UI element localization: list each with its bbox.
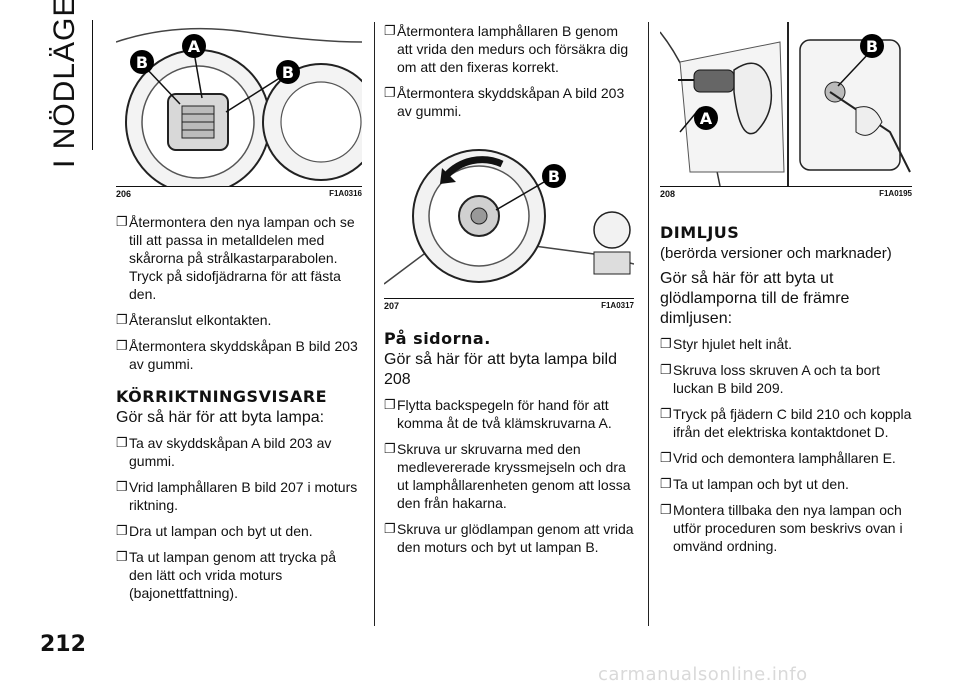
checkbox-icon: ❐: [660, 450, 672, 465]
list-item: ❐Tryck på fjädern C bild 210 och koppla …: [660, 406, 912, 440]
list-item: ❐Styr hjulet helt inåt.: [660, 336, 793, 352]
figure-207-illustration: B: [384, 134, 634, 298]
lead-text: Gör så här för att byta ut glödlamporna …: [660, 270, 850, 327]
list-item: ❐Flytta backspegeln för hand för att kom…: [384, 397, 612, 431]
svg-text:A: A: [700, 109, 713, 128]
checkbox-icon: ❐: [116, 435, 128, 450]
callout-b-left: B: [130, 50, 154, 74]
list-item: ❐Dra ut lampan och byt ut den.: [116, 523, 313, 539]
figure-207: B: [384, 134, 634, 299]
list-item: ❐Återmontera skyddskåpan A bild 203 av g…: [384, 85, 625, 119]
section-rule: [92, 20, 93, 150]
checkbox-icon: ❐: [384, 23, 396, 38]
checkbox-icon: ❐: [116, 312, 128, 327]
figure-206-caption: 206 F1A0316: [116, 187, 362, 203]
list-item: ❐Skruva ur glödlampan genom att vrida de…: [384, 521, 634, 555]
column-2: ❐Återmontera lamphållaren B genom att vr…: [384, 22, 634, 564]
svg-text:B: B: [548, 167, 560, 186]
figure-208: A B: [660, 22, 912, 187]
column-divider-2: [648, 22, 649, 626]
list-item: ❐Ta ut lampan och byt ut den.: [660, 476, 849, 492]
checkbox-icon: ❐: [660, 406, 672, 421]
figure-207-number: 207: [384, 301, 400, 311]
list-item: ❐Skruva ur skruvarna med den medleverera…: [384, 441, 631, 511]
page-number: 212: [40, 632, 86, 657]
section-title-text: I NÖDLÄGE: [48, 0, 81, 168]
checkbox-icon: ❐: [660, 502, 672, 517]
column-divider-1: [374, 22, 375, 626]
checkbox-icon: ❐: [660, 362, 672, 377]
section-title: I NÖDLÄGE: [48, 0, 88, 168]
svg-text:B: B: [866, 37, 878, 56]
checkbox-icon: ❐: [116, 479, 128, 494]
list-item: ❐Montera tillbaka den nya lampan och utf…: [660, 502, 903, 554]
figure-208-illustration: A B: [660, 22, 912, 186]
svg-text:B: B: [282, 63, 294, 82]
checkbox-icon: ❐: [116, 214, 128, 229]
checkbox-icon: ❐: [384, 521, 396, 536]
list-item: ❐Vrid lamphållaren B bild 207 i moturs r…: [116, 479, 358, 513]
list-item: ❐Återmontera den nya lampan och se till …: [116, 214, 355, 302]
list-item: ❐Ta av skyddskåpan A bild 203 av gummi.: [116, 435, 332, 469]
list-item: ❐Ta ut lampan genom att trycka på den lä…: [116, 549, 336, 601]
figure-206-illustration: B A B: [116, 22, 362, 186]
list-item: ❐Återmontera lamphållaren B genom att vr…: [384, 23, 629, 75]
callout-a: A: [182, 34, 206, 58]
callout-b: B: [542, 164, 566, 188]
list-item: ❐Återanslut elkontakten.: [116, 312, 272, 328]
figure-206: B A B: [116, 22, 362, 187]
heading-pa-sidorna: På sidorna.: [384, 329, 491, 348]
callout-b-right: B: [276, 60, 300, 84]
checkbox-icon: ❐: [660, 336, 672, 351]
callout-a: A: [694, 106, 718, 130]
svg-text:B: B: [136, 53, 148, 72]
checkbox-icon: ❐: [384, 85, 396, 100]
checkbox-icon: ❐: [384, 441, 396, 456]
figure-206-number: 206: [116, 189, 132, 199]
list-item: ❐Skruva loss skruven A och ta bort lucka…: [660, 362, 880, 396]
figure-206-code: F1A0316: [329, 189, 362, 198]
checkbox-icon: ❐: [116, 523, 128, 538]
figure-208-number: 208: [660, 189, 676, 199]
watermark: carmanualsonline.info: [598, 664, 808, 685]
figure-208-code: F1A0195: [879, 189, 912, 198]
checkbox-icon: ❐: [384, 397, 396, 412]
checkbox-icon: ❐: [116, 338, 128, 353]
column-3: A B 208 F1A0195 DIMLJUS (berörda version…: [660, 22, 912, 563]
callout-b: B: [860, 34, 884, 58]
figure-207-code: F1A0317: [601, 301, 634, 310]
list-item: ❐Återmontera skyddskåpan B bild 203 av g…: [116, 338, 358, 372]
figure-207-caption: 207 F1A0317: [384, 299, 634, 315]
subheading: (berörda versioner och marknader): [660, 245, 892, 262]
figure-208-caption: 208 F1A0195: [660, 187, 912, 203]
heading-dimljus: DIMLJUS: [660, 223, 740, 242]
column-1: B A B 206 F1A0316 ❐Återmontera den nya l…: [116, 22, 362, 610]
heading-korriktningsvisare: KÖRRIKTNINGSVISARE: [116, 387, 328, 406]
checkbox-icon: ❐: [660, 476, 672, 491]
checkbox-icon: ❐: [116, 549, 128, 564]
svg-text:A: A: [188, 37, 201, 56]
lead-text: Gör så här för att byta lampa bild 208: [384, 351, 617, 388]
lead-text: Gör så här för att byta lampa:: [116, 409, 325, 426]
list-item: ❐Vrid och demontera lamphållaren E.: [660, 450, 896, 466]
